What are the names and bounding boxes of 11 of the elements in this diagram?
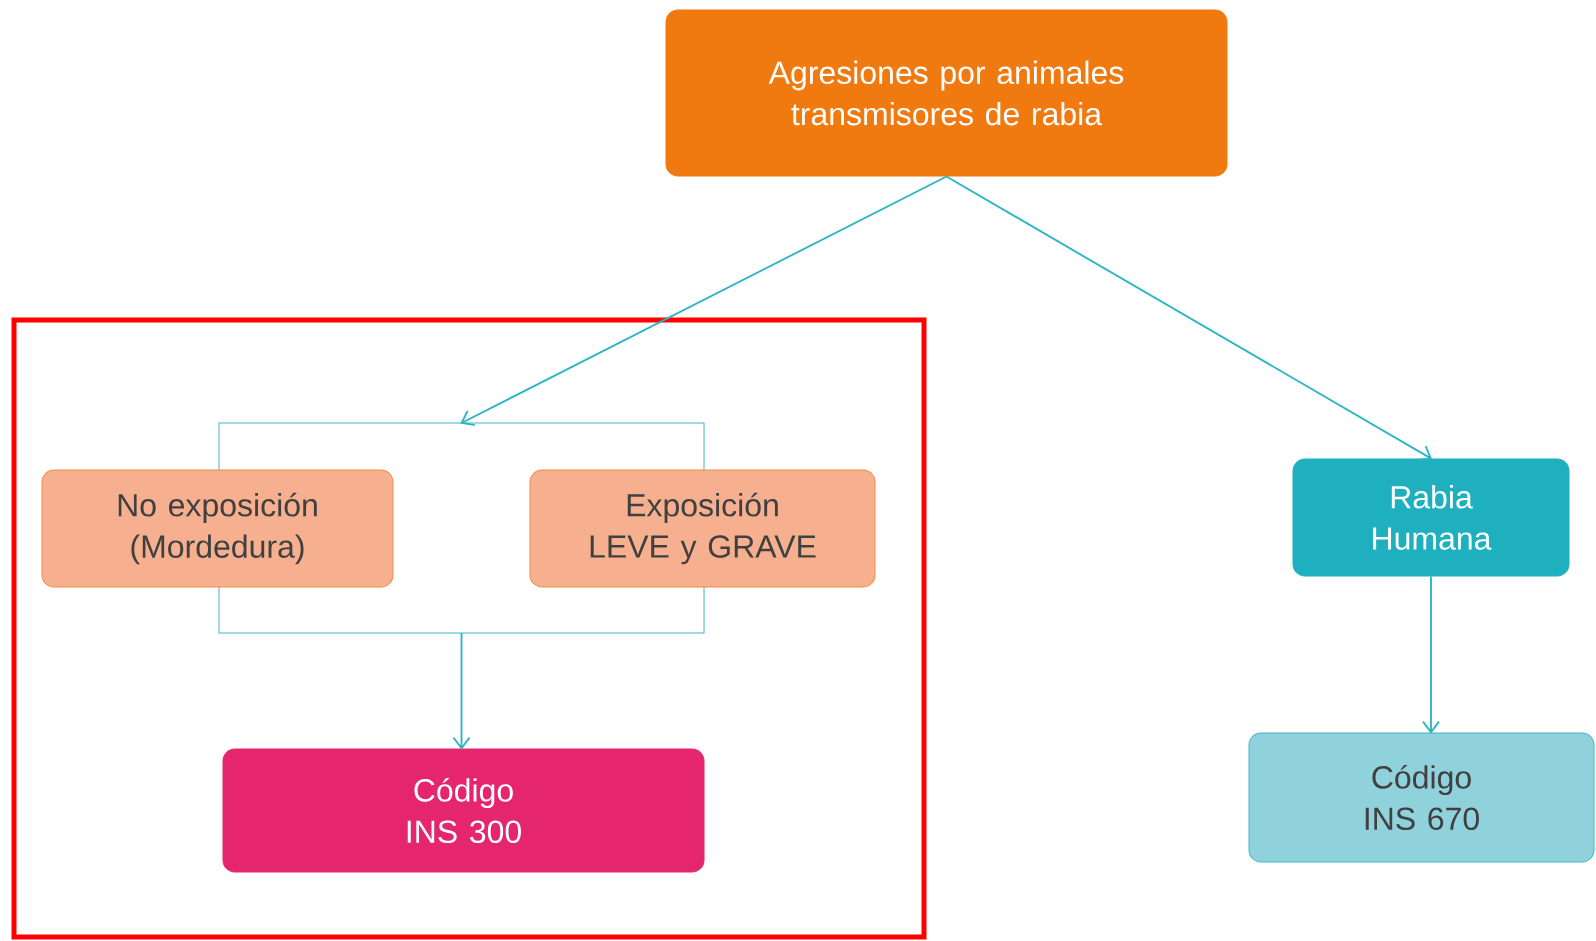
arrow <box>452 632 471 750</box>
arrow <box>945 175 1433 461</box>
process-box: Agresiones por animales transmisores de rabia <box>665 9 1228 177</box>
process-box: Rabia Humana <box>1292 458 1570 577</box>
group-frame <box>11 317 927 940</box>
arrow <box>1422 575 1440 734</box>
arrow <box>460 175 948 427</box>
code-box: Código INS 300 <box>222 748 705 873</box>
process-box: No exposición (Mordedura) <box>41 469 394 588</box>
process-box: Exposición LEVE y GRAVE <box>529 469 876 588</box>
code-box: Código INS 670 <box>1248 732 1595 863</box>
